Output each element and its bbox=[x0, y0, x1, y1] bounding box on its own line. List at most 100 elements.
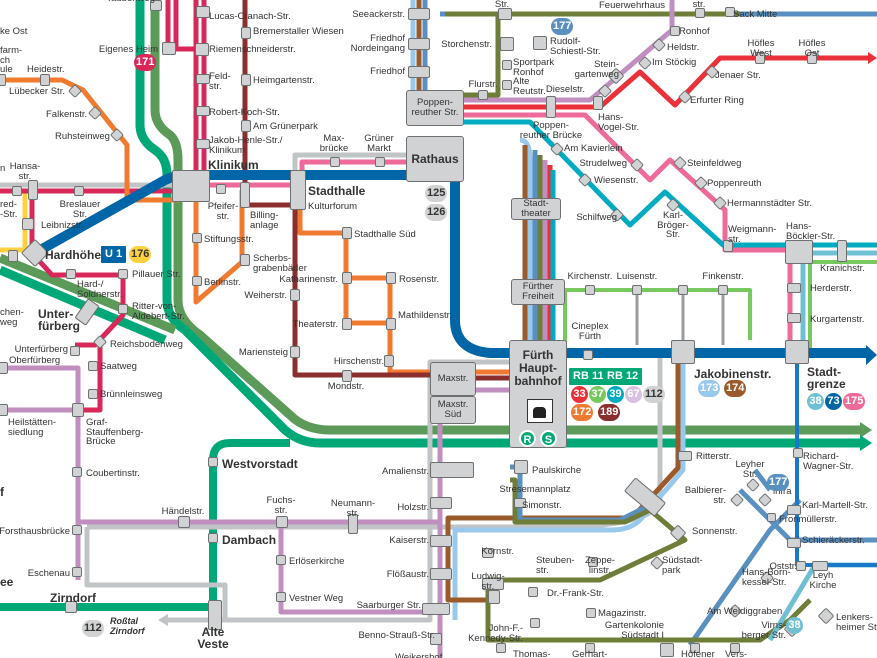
station-marker[interactable] bbox=[12, 186, 22, 196]
station-marker[interactable] bbox=[482, 578, 504, 590]
station-marker[interactable] bbox=[585, 285, 595, 295]
station-marker[interactable] bbox=[216, 184, 226, 194]
line-badge-b73[interactable]: 73 bbox=[825, 393, 842, 410]
station-marker[interactable] bbox=[72, 467, 82, 477]
station-marker[interactable] bbox=[172, 170, 210, 202]
station-marker[interactable] bbox=[72, 403, 84, 417]
station-marker[interactable] bbox=[72, 567, 82, 577]
station-marker[interactable] bbox=[528, 587, 538, 597]
station-stadttheater[interactable]: Stadt- theater bbox=[511, 198, 561, 220]
station-marker[interactable] bbox=[787, 283, 801, 293]
station-marker[interactable] bbox=[241, 27, 251, 39]
station-marker[interactable] bbox=[787, 538, 801, 548]
station-marker[interactable] bbox=[70, 346, 80, 356]
line-badge-b37[interactable]: 37 bbox=[589, 386, 606, 403]
line-badge-b177-top[interactable]: 177 bbox=[551, 18, 574, 35]
line-badge-b126[interactable]: 126 bbox=[425, 204, 448, 221]
station-marker[interactable] bbox=[533, 36, 547, 50]
station-marker[interactable] bbox=[695, 8, 705, 18]
station-marker[interactable] bbox=[196, 6, 210, 18]
station-marker[interactable] bbox=[330, 157, 340, 167]
station-maxstr[interactable]: Maxstr. bbox=[430, 362, 476, 396]
station-marker[interactable] bbox=[478, 90, 488, 100]
station-marker[interactable] bbox=[430, 462, 474, 478]
station-marker[interactable] bbox=[482, 548, 494, 558]
station-marker[interactable] bbox=[430, 633, 442, 645]
line-badge-b177-infra[interactable]: 177 bbox=[767, 474, 790, 491]
station-marker[interactable] bbox=[671, 340, 695, 364]
station-marker[interactable] bbox=[276, 555, 286, 565]
station-marker[interactable] bbox=[118, 269, 128, 279]
station-marker[interactable] bbox=[583, 350, 593, 360]
station-marker[interactable] bbox=[65, 601, 77, 613]
station-marker[interactable] bbox=[755, 52, 765, 64]
station-marker[interactable] bbox=[422, 603, 450, 615]
station-marker[interactable] bbox=[40, 74, 50, 86]
station-marker[interactable] bbox=[290, 170, 306, 210]
station-marker[interactable] bbox=[408, 8, 430, 20]
station-marker[interactable] bbox=[678, 285, 688, 295]
station-marker[interactable] bbox=[342, 227, 352, 239]
station-marker[interactable] bbox=[342, 272, 352, 284]
station-marker[interactable] bbox=[793, 448, 803, 458]
station-marker[interactable] bbox=[812, 561, 828, 571]
line-badge-rb11[interactable]: RB 11 bbox=[569, 368, 608, 385]
station-marker[interactable] bbox=[430, 568, 452, 580]
station-marker[interactable] bbox=[178, 516, 190, 528]
station-marker[interactable] bbox=[498, 8, 512, 20]
station-marker[interactable] bbox=[196, 106, 210, 116]
station-marker[interactable] bbox=[546, 96, 556, 118]
station-marker[interactable] bbox=[384, 355, 394, 367]
line-badge-b173[interactable]: 173 bbox=[698, 380, 721, 397]
station-marker[interactable] bbox=[240, 254, 250, 266]
line-badge-b176[interactable]: 176 bbox=[129, 246, 152, 263]
station-marker[interactable] bbox=[0, 74, 6, 86]
station-fuerther-freiheit[interactable]: Fürther Freiheit bbox=[511, 279, 565, 305]
station-marker[interactable] bbox=[208, 457, 218, 467]
station-marker[interactable] bbox=[118, 304, 128, 314]
station-marker[interactable] bbox=[488, 590, 500, 604]
station-marker[interactable] bbox=[502, 60, 512, 70]
station-marker[interactable] bbox=[386, 272, 396, 284]
station-marker[interactable] bbox=[678, 451, 692, 461]
station-marker[interactable] bbox=[430, 497, 452, 509]
station-marker[interactable] bbox=[807, 52, 817, 64]
line-badge-b171[interactable]: 171 bbox=[134, 54, 157, 71]
station-marker[interactable] bbox=[72, 525, 82, 535]
station-marker[interactable] bbox=[585, 643, 595, 653]
station-marker[interactable] bbox=[670, 26, 680, 36]
station-marker[interactable] bbox=[240, 182, 250, 208]
station-marker[interactable] bbox=[530, 618, 540, 628]
line-badge-b175[interactable]: 175 bbox=[843, 393, 866, 410]
station-marker[interactable] bbox=[514, 460, 528, 474]
station-marker[interactable] bbox=[276, 592, 286, 602]
station-marker[interactable] bbox=[0, 404, 8, 416]
station-marker[interactable] bbox=[0, 362, 8, 374]
station-marker[interactable] bbox=[342, 370, 352, 382]
station-marker[interactable] bbox=[408, 38, 430, 50]
line-badge-s-sym[interactable]: S bbox=[540, 430, 557, 447]
line-badge-b172[interactable]: 172 bbox=[571, 404, 594, 421]
line-badge-r-sym[interactable]: R bbox=[519, 430, 536, 447]
station-rathaus[interactable]: Rathaus bbox=[406, 136, 464, 182]
station-marker[interactable] bbox=[290, 289, 300, 301]
station-marker[interactable] bbox=[430, 535, 452, 547]
line-badge-b189[interactable]: 189 bbox=[598, 404, 621, 421]
line-badge-b112[interactable]: 112 bbox=[643, 386, 665, 403]
station-marker[interactable] bbox=[586, 608, 596, 618]
station-marker[interactable] bbox=[342, 318, 352, 330]
station-marker[interactable] bbox=[348, 514, 358, 534]
line-badge-u1[interactable]: U 1 bbox=[101, 246, 127, 263]
station-marker[interactable] bbox=[241, 74, 251, 86]
station-marker[interactable] bbox=[660, 643, 674, 657]
station-poppenreuther-str[interactable]: Poppen- reuther Str. bbox=[406, 90, 464, 126]
station-marker[interactable] bbox=[88, 361, 98, 371]
station-marker[interactable] bbox=[195, 43, 209, 56]
station-marker[interactable] bbox=[208, 600, 222, 630]
station-marker[interactable] bbox=[502, 80, 512, 90]
line-badge-b39[interactable]: 39 bbox=[607, 386, 624, 403]
line-badge-b112-south[interactable]: 112 bbox=[82, 620, 104, 637]
station-marker[interactable] bbox=[196, 74, 210, 84]
station-marker[interactable] bbox=[241, 120, 251, 132]
station-marker[interactable] bbox=[725, 7, 735, 17]
